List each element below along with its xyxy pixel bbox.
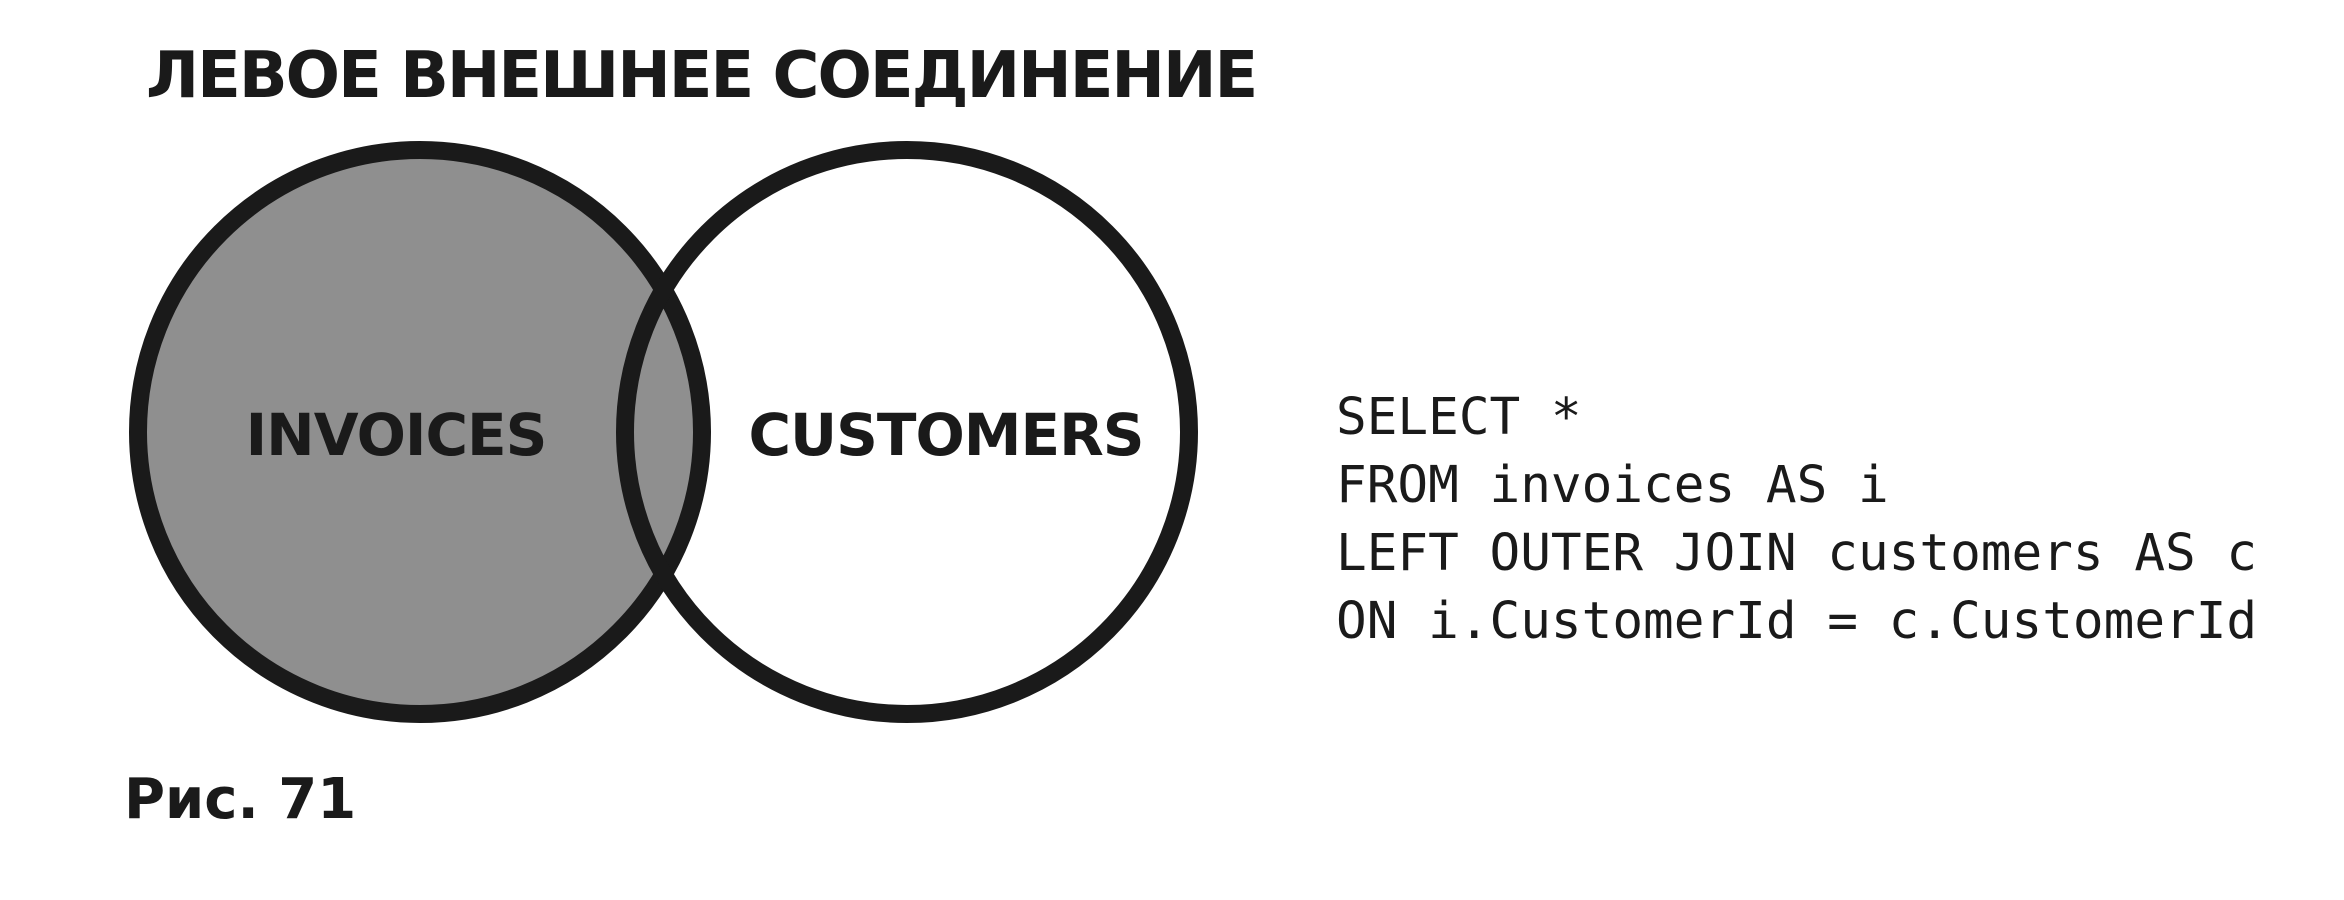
diagram-title: ЛЕВОЕ ВНЕШНЕЕ СОЕДИНЕНИЕ (146, 39, 1258, 113)
sql-query: SELECT * FROM invoices AS i LEFT OUTER JOI… (1336, 384, 2257, 656)
customers-label: CUSTOMERS (748, 401, 1143, 469)
sql-line-join: LEFT OUTER JOIN customers AS c (1336, 524, 2258, 583)
customers-set-circle (616, 141, 1198, 723)
sql-line-on: ON i.CustomerId = c.CustomerId (1336, 592, 2258, 651)
venn-diagram: INVOICES CUSTOMERS (129, 141, 1198, 723)
invoices-set-fill (138, 150, 702, 714)
sql-line-from: FROM invoices AS i (1336, 456, 1889, 515)
figure-caption: Рис. 71 (124, 767, 357, 832)
sql-line-select: SELECT * (1336, 388, 1582, 447)
invoices-set-circle (129, 141, 711, 723)
invoices-label: INVOICES (246, 401, 547, 469)
